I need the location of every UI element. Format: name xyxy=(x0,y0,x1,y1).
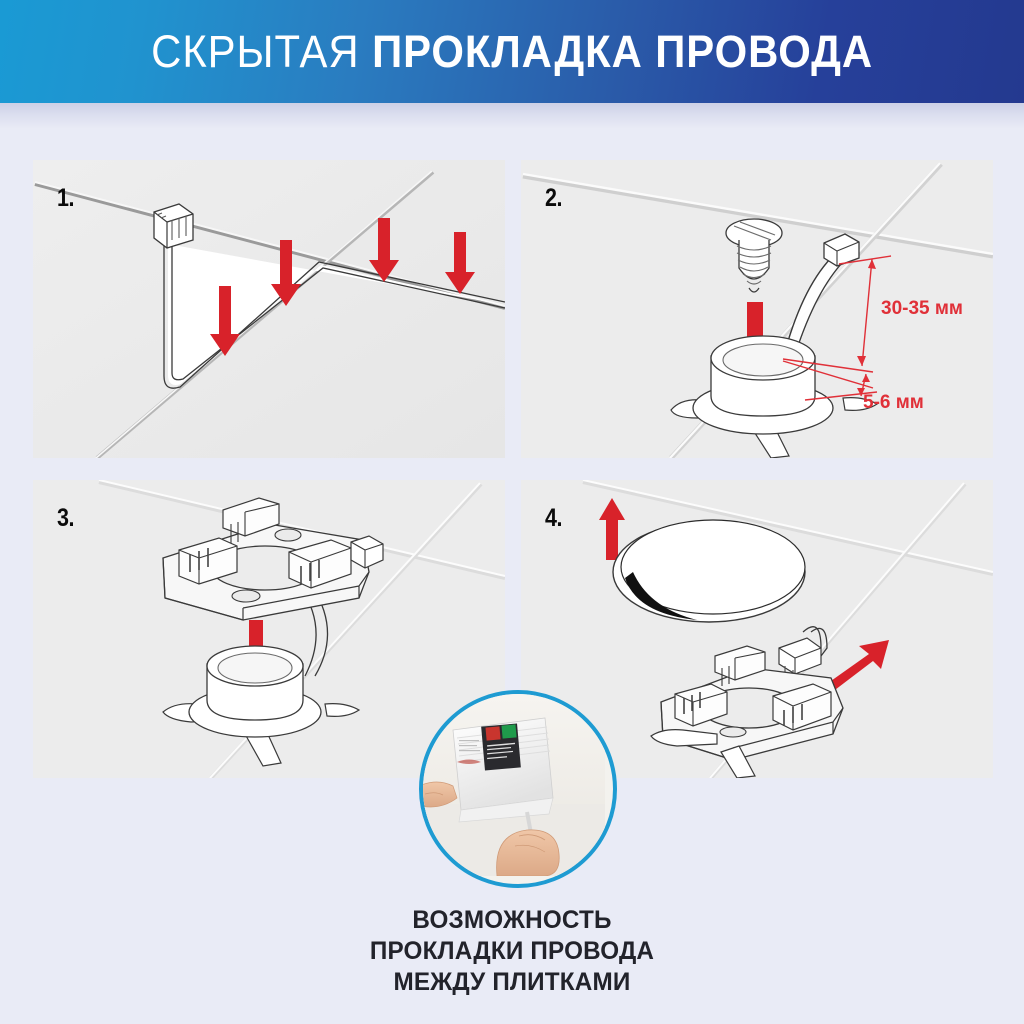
dimension-label-5-6: 5-6 мм xyxy=(863,392,924,413)
mounting-bracket-plate xyxy=(162,497,384,621)
step-number-3: 3. xyxy=(57,504,75,532)
wire-connector-plug xyxy=(778,626,828,678)
dimension-label-30-35: 30-35 мм xyxy=(881,298,963,319)
page-header: СКРЫТАЯ ПРОКЛАДКА ПРОВОДА xyxy=(0,0,1024,103)
step-panel-2: 30-35 мм 5-6 мм 2. xyxy=(521,160,993,458)
hand-right xyxy=(496,829,560,876)
down-arrows xyxy=(210,218,475,356)
wire-connector-plug xyxy=(153,203,194,249)
step-panel-3: 3. xyxy=(33,480,505,778)
caption-block: ВОЗМОЖНОСТЬ ПРОКЛАДКИ ПРОВОДА МЕЖДУ ПЛИТ… xyxy=(0,905,1024,998)
diagonal-up-arrow xyxy=(821,640,889,696)
cover-disc xyxy=(612,519,806,623)
step-panel-4: 4. xyxy=(521,480,993,778)
step-panel-1: 1. xyxy=(33,160,505,458)
step-number-2: 2. xyxy=(545,184,563,212)
device-photo-inset xyxy=(419,690,617,888)
dimension-annotations xyxy=(782,255,892,401)
up-arrow xyxy=(599,498,625,560)
alarm-device xyxy=(452,717,554,845)
mounted-bracket-assembly xyxy=(650,645,844,778)
screw xyxy=(725,218,783,293)
step-number-4: 4. xyxy=(545,504,563,532)
page-title-bold: ПРОКЛАДКА ПРОВОДА xyxy=(372,25,873,77)
steps-grid: 1. xyxy=(33,160,993,818)
mounting-post xyxy=(162,645,361,767)
wire xyxy=(163,244,505,389)
page-title-light: СКРЫТАЯ xyxy=(151,25,373,77)
caption-line-1: ВОЗМОЖНОСТЬ xyxy=(412,906,612,934)
caption-line-2: ПРОКЛАДКИ ПРОВОДА xyxy=(369,937,655,965)
page-title: СКРЫТАЯ ПРОКЛАДКА ПРОВОДА xyxy=(151,26,873,78)
caption-line-3: МЕЖДУ ПЛИТКАМИ xyxy=(393,968,631,996)
header-shadow xyxy=(0,103,1024,129)
step-number-1: 1. xyxy=(57,184,75,212)
hand-left xyxy=(423,781,458,808)
mounting-post xyxy=(670,335,879,458)
